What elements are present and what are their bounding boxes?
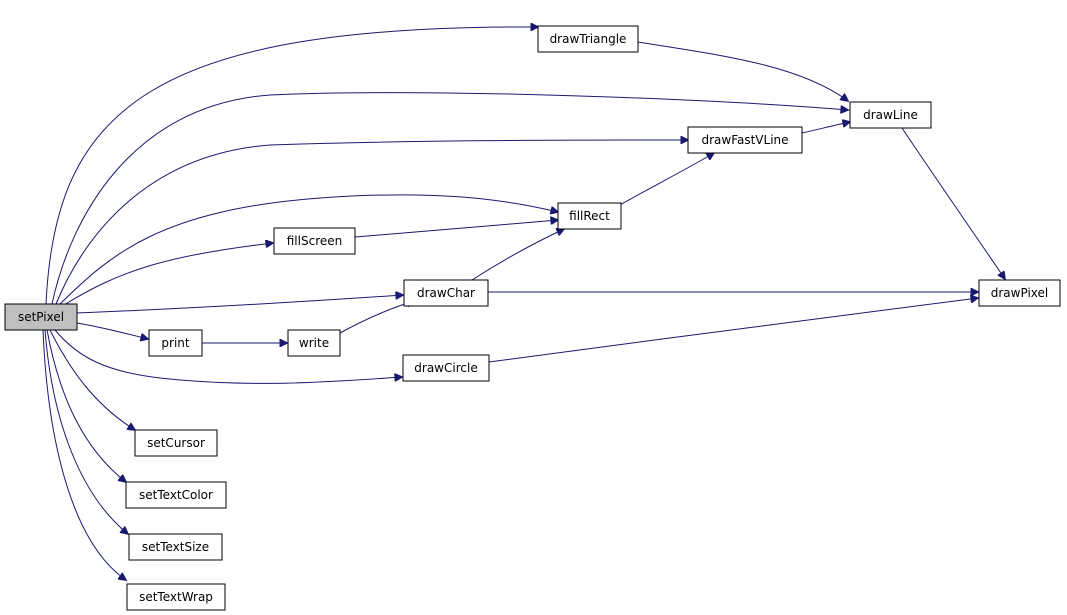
- node-setcursor[interactable]: setCursor: [134, 429, 218, 457]
- edge-setpixel-settextwrap: [42, 329, 126, 580]
- node-label: drawLine: [863, 108, 918, 122]
- node-label: write: [299, 336, 329, 350]
- edge-setpixel-drawline: [51, 92, 848, 305]
- node-label: setTextColor: [139, 488, 213, 502]
- edge-setpixel-settextsize: [44, 329, 128, 534]
- node-label: setCursor: [147, 436, 205, 450]
- node-settextwrap[interactable]: setTextWrap: [126, 583, 226, 611]
- node-label: setTextSize: [142, 540, 209, 554]
- edge-setpixel-print: [76, 322, 148, 339]
- edge-drawline-drawpixel: [901, 127, 1005, 279]
- edge-setpixel-fillscreen: [63, 243, 273, 306]
- edge-setpixel-settextcolor: [46, 329, 126, 482]
- node-drawpixel[interactable]: drawPixel: [978, 279, 1061, 307]
- edge-fillscreen-fillrect: [354, 220, 558, 238]
- edge-setpixel-drawchar: [76, 295, 403, 314]
- node-drawline[interactable]: drawLine: [849, 101, 932, 129]
- node-label: print: [161, 336, 189, 350]
- node-label: drawFastVLine: [701, 133, 788, 147]
- node-label: fillScreen: [287, 234, 342, 248]
- node-drawchar[interactable]: drawChar: [403, 279, 489, 307]
- node-print[interactable]: print: [148, 329, 203, 357]
- edge-write-drawchar: [339, 301, 414, 334]
- node-drawfastvline[interactable]: drawFastVLine: [687, 126, 803, 154]
- edge-drawcircle-drawpixel: [488, 298, 978, 363]
- node-label: setPixel: [18, 310, 64, 324]
- node-drawtriangle[interactable]: drawTriangle: [537, 25, 639, 53]
- node-setpixel[interactable]: setPixel: [4, 303, 78, 331]
- edge-drawfastvline-drawline: [801, 122, 850, 134]
- edge-fillrect-drawfastvline: [617, 153, 714, 207]
- node-drawcircle[interactable]: drawCircle: [402, 354, 490, 382]
- edges: [42, 27, 1005, 580]
- node-label: setTextWrap: [139, 590, 213, 604]
- edge-drawchar-fillrect: [471, 229, 564, 281]
- node-write[interactable]: write: [287, 329, 341, 357]
- node-label: fillRect: [569, 209, 610, 223]
- edge-setpixel-drawcircle: [54, 329, 402, 384]
- node-fillrect[interactable]: fillRect: [557, 202, 622, 230]
- node-settextcolor[interactable]: setTextColor: [125, 481, 227, 509]
- node-fillscreen[interactable]: fillScreen: [273, 227, 356, 255]
- edge-setpixel-setcursor: [49, 329, 135, 430]
- edge-drawtriangle-drawline: [637, 41, 848, 101]
- node-label: drawChar: [417, 286, 475, 300]
- edge-setpixel-fillrect: [59, 194, 558, 305]
- edge-setpixel-drawfastvline: [55, 140, 688, 305]
- node-settextsize[interactable]: setTextSize: [128, 533, 223, 561]
- node-label: drawCircle: [414, 361, 477, 375]
- node-label: drawTriangle: [550, 32, 627, 46]
- node-label: drawPixel: [991, 286, 1048, 300]
- edge-setpixel-drawtriangle: [45, 27, 538, 305]
